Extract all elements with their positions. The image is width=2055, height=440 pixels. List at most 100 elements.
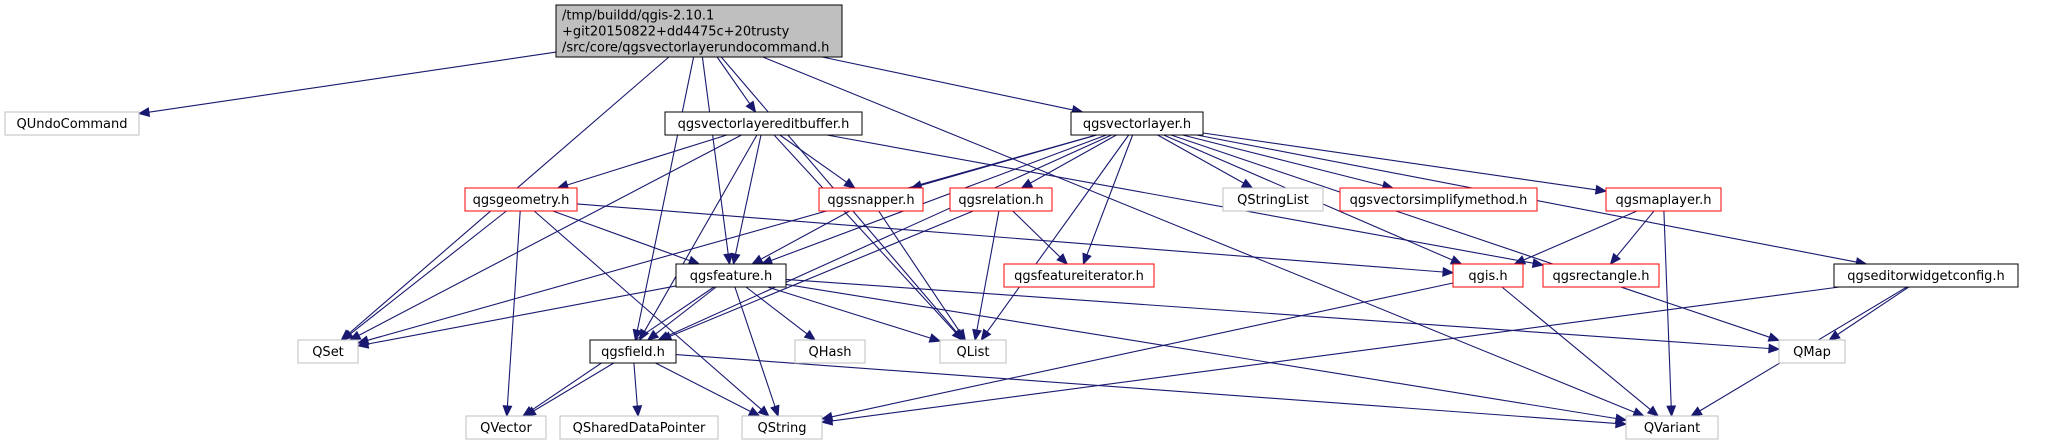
node-box [1778,339,1846,364]
arrowhead-icon [1594,184,1608,195]
edge-line [367,134,1097,341]
edge-line [1170,134,1770,338]
node-QVector: QVector [465,415,547,440]
edge-root-to-qgsfeature [701,56,734,266]
node-qgsvectorlayer[interactable]: qgsvectorlayer.h [1070,111,1204,136]
edge-root-to-qgsvectorlayer [821,56,1084,115]
node-label: QMap [1793,345,1831,360]
arrowhead-icon [1646,405,1660,417]
edge-root-to-qgsfield [632,56,695,342]
edge-line [675,354,1617,424]
arrowhead-icon [928,333,942,343]
edge-line [148,51,557,113]
arrowhead-icon [1666,405,1677,418]
node-label: /tmp/buildd/qgis-2.10.1 [562,9,714,24]
edge-line [1012,210,1061,258]
arrowhead-icon [502,405,513,418]
node-root[interactable]: /tmp/buildd/qgis-2.10.1+git20150822+dd44… [555,4,843,58]
node-qgseditorwidgetconfig[interactable]: qgseditorwidgetconfig.h [1833,263,2019,288]
edge-qgsvectorlayer-to-QMap [1170,134,1781,342]
edge-qgsvectorlayer-to-qgsfeatureiterator [1082,134,1134,266]
node-qgsvectorlayereditbuffer[interactable]: qgsvectorlayereditbuffer.h [664,111,863,136]
edge-qgsrelation-to-QList [972,210,1000,342]
edge-line [669,210,974,337]
node-qgsfield[interactable]: qgsfield.h [589,339,677,364]
node-qgis[interactable]: qgis.h [1452,263,1524,288]
edge-line [506,210,521,407]
edge-qgsfield-to-QSharedDataPointer [632,362,643,418]
node-label: qgsgeometry.h [473,193,570,208]
node-box [465,415,547,440]
node-box [464,187,578,212]
node-qgsrectangle[interactable]: qgsrectangle.h [1542,263,1660,288]
node-label: qgsfeature.h [690,269,773,284]
arrowhead-icon [751,254,764,265]
edge-qgsvectorlayer-to-QList [980,134,1130,342]
edge-line [533,210,762,410]
node-QStringList: QStringList [1222,187,1324,212]
node-box [818,187,924,212]
edges-layer [137,51,1910,429]
node-qgssnapper[interactable]: qgssnapper.h [818,187,924,212]
edge-line [1030,134,1117,184]
edge-qgseditorwidgetconfig-to-QMap [1828,286,1910,341]
edge-qgsfeature-to-qgsfield [646,286,717,341]
node-qgsrelation[interactable]: qgsrelation.h [949,187,1053,212]
node-box [555,4,843,58]
edge-qgsvectorlayereditbuffer-to-qgsfeature [730,134,762,266]
node-label: qgsvectorlayer.h [1083,117,1191,132]
node-qgsfeature[interactable]: qgsfeature.h [675,263,787,288]
node-qgsfeatureiterator[interactable]: qgsfeatureiterator.h [1003,263,1155,288]
node-qgsvectorsimplifymethod[interactable]: qgsvectorsimplifymethod.h [1339,187,1538,212]
edge-line [1523,210,1638,261]
edge-line [821,56,1073,111]
edge-line [734,286,776,407]
edge-line [767,286,931,339]
edge-qgsvectorlayer-to-QStringList [1157,134,1254,189]
node-QSet: QSet [297,339,359,364]
arrowhead-icon [1632,407,1645,417]
edge-line [760,210,851,260]
edge-qgsfield-to-QVariant [675,354,1628,429]
edge-qgsvectorlayer-to-qgsrelation [1020,134,1117,189]
edge-line [831,286,1840,422]
arrowhead-icon [1531,258,1545,268]
arrowhead-icon [341,329,354,341]
node-qgsgeometry[interactable]: qgsgeometry.h [464,187,578,212]
node-box [4,111,140,136]
edge-qgsgeometry-to-QVector [502,210,521,418]
edge-line [701,56,729,255]
node-label: +git20150822+dd4475c+20trusty [562,25,790,40]
node-label: qgsvectorlayereditbuffer.h [678,117,850,132]
arrowhead-icon [757,405,770,417]
arrowhead-icon [972,328,982,342]
arrowhead-icon [632,405,643,418]
arrowhead-icon [723,252,734,266]
edge-qgsmaplayer-to-qgis [1513,210,1638,265]
edge-root-to-qgsvectorlayereditbuffer [716,56,757,114]
edge-line [1182,134,1384,187]
node-box [1833,263,2019,288]
arrowhead-icon [770,404,780,418]
node-label: qgssnapper.h [827,193,914,208]
edge-line [976,210,1000,331]
node-QList: QList [939,339,1007,364]
node-QString: QString [741,415,823,440]
node-label: QVariant [1644,421,1700,436]
node-qgsmaplayer[interactable]: qgsmaplayer.h [1605,187,1722,212]
edge-line [986,134,1130,333]
arrowhead-icon [1082,252,1092,266]
arrowhead-icon [1609,252,1621,266]
edge-line [716,56,751,105]
node-box [297,339,359,364]
node-label: QHash [809,345,852,360]
arrowhead-icon [1767,332,1781,342]
edge-line [552,210,690,262]
node-label: QUndoCommand [16,117,127,132]
arrowhead-icon [1442,267,1455,277]
node-box [664,111,863,136]
arrowhead-icon [632,328,643,342]
edge-line [1663,210,1672,407]
arrowhead-icon [1449,255,1463,265]
node-QMap: QMap [1778,339,1846,364]
